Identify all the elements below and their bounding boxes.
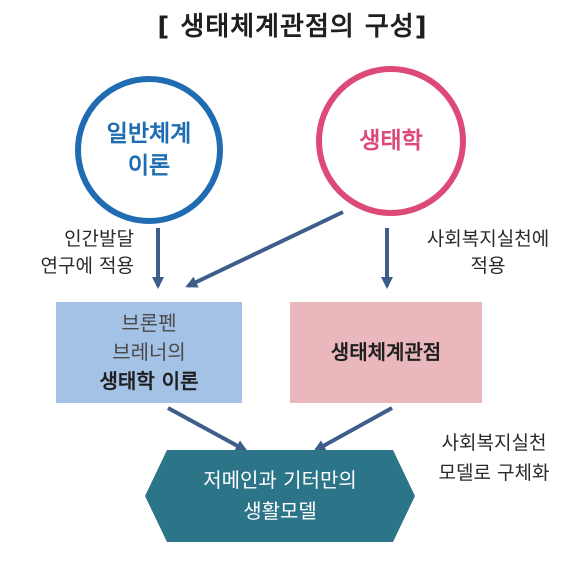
bronfenbrenner-line2: 브레너의: [112, 340, 186, 364]
bottom-right-label: 사회복지실천 모델로 구체화: [408, 428, 580, 488]
general-systems-label-line1: 일반체계: [106, 121, 192, 147]
life-model-hexagon: [145, 450, 415, 542]
arrow-bronfenbrenner-to-model: [167, 406, 248, 452]
bottom-right-label-line1: 사회복지실천: [441, 432, 547, 454]
bronfenbrenner-line1: 브론펜: [121, 311, 177, 335]
right-arrow-label-line1: 사회복지실천에: [426, 228, 550, 250]
arrow-ecology-to-bronfenbrenner: [185, 210, 344, 288]
diagram-title: [ 생태체계관점의 구성]: [157, 12, 428, 42]
left-arrow-label: 인간발달 연구에 적용: [16, 226, 134, 280]
life-model-line2: 생활모델: [243, 499, 317, 523]
bronfenbrenner-box: 브론펜 브레너의 생태학 이론: [56, 302, 242, 403]
bottom-right-label-line2: 모델로 구체화: [438, 462, 550, 484]
general-systems-theory-circle: 일반체계 이론: [75, 76, 223, 224]
arrow-ecosystems-to-model: [313, 406, 393, 452]
ecology-label: 생태학: [359, 128, 423, 154]
ecosystems-perspective-label: 생태체계관점: [330, 340, 442, 364]
life-model-label: 저메인과 기터만의 생활모델: [145, 450, 415, 542]
ecosystems-perspective-box: 생태체계관점: [290, 302, 482, 403]
right-arrow-label: 사회복지실천에 적용: [408, 226, 568, 280]
life-model-line1: 저메인과 기터만의: [203, 468, 357, 492]
right-arrow-label-line2: 적용: [470, 255, 506, 277]
left-arrow-label-line2: 연구에 적용: [40, 255, 134, 277]
ecology-circle: 생태학: [316, 66, 466, 216]
bronfenbrenner-line3: 생태학 이론: [99, 369, 199, 393]
left-arrow-label-line1: 인간발달: [64, 228, 134, 250]
general-systems-label-line2: 이론: [127, 153, 171, 179]
